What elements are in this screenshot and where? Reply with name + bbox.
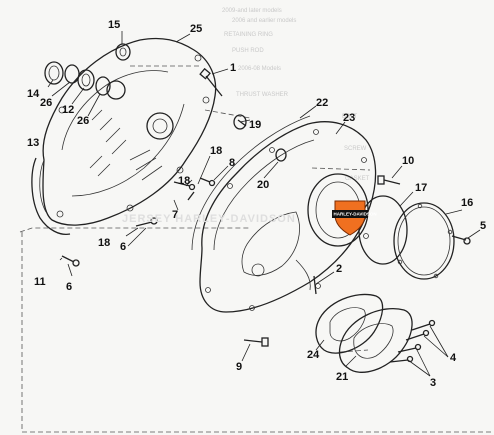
callout-label: 4 <box>450 352 457 364</box>
callout-label: 11 <box>34 276 46 288</box>
callout-label: 26 <box>40 97 52 109</box>
ghost-text: 2006-08 Models <box>238 66 281 72</box>
derby-cover <box>393 202 455 280</box>
callout-label: 24 <box>307 349 320 361</box>
callout-label: 25 <box>190 23 202 35</box>
callout-label: 16 <box>461 197 473 209</box>
callout-label: 8 <box>229 157 235 169</box>
dowel-pin <box>275 148 287 162</box>
callout-label: 26 <box>77 115 89 127</box>
callout-label: 21 <box>336 371 348 383</box>
callout-label: 14 <box>27 88 40 100</box>
callout-label: 1 <box>230 62 236 74</box>
screws <box>61 67 471 363</box>
inner-primary-cover <box>42 37 217 226</box>
outer-primary-cover <box>199 121 377 313</box>
callout-label: 23 <box>343 112 355 124</box>
ghost-text: THRUST WASHER <box>236 92 289 98</box>
logo-bar <box>332 210 368 218</box>
clutch-housing-ring <box>31 157 71 236</box>
callout-label: 6 <box>66 281 72 293</box>
callout-label: 13 <box>27 137 39 149</box>
derby-cover-o-ring <box>358 195 408 265</box>
ghost-text: 2006 and earlier models <box>232 18 296 24</box>
callout-label: 19 <box>249 119 261 131</box>
alignment-lines <box>19 65 494 433</box>
callout-label: 18 <box>178 175 190 187</box>
ghost-text: 2009-and later models <box>222 8 282 14</box>
callout-label: 22 <box>316 97 328 109</box>
callout-label: 3 <box>430 377 436 389</box>
callout-label: 9 <box>236 361 242 373</box>
callout-label: 2 <box>336 263 342 275</box>
callout-label: 15 <box>108 19 120 31</box>
ghost-text: BOLT <box>342 114 358 120</box>
callout-label: 17 <box>415 182 427 194</box>
bearing-seal-stack <box>44 43 131 96</box>
callout-labels: 1 2 3 4 5 6 6 7 8 9 10 11 12 13 14 15 16… <box>27 19 486 389</box>
ghost-text: SCREW <box>344 146 367 152</box>
callout-label: 7 <box>172 209 178 221</box>
primary-cover-gasket <box>191 115 311 251</box>
watermark-text: JERSEY HARLEY-DAVIDSON <box>122 213 296 225</box>
bleed-through-text: 2009-and later models 2006 and earlier m… <box>222 8 370 182</box>
inspection-cover <box>338 308 413 373</box>
callout-label: 6 <box>120 241 126 253</box>
inspection-cover-gasket <box>315 293 384 354</box>
ghost-text: PUSH ROD <box>232 48 264 54</box>
callout-label: 18 <box>210 145 222 157</box>
ghost-text: GASKET <box>345 176 370 182</box>
ghost-text: RETAINING RING <box>224 32 273 38</box>
harley-davidson-logo: HARLEY-DAVIDSON <box>332 200 377 236</box>
leader-lines <box>47 31 481 377</box>
logo-text: HARLEY-DAVIDSON <box>334 212 377 217</box>
callout-label: 12 <box>62 104 74 116</box>
callout-label: 10 <box>402 155 414 167</box>
callout-label: 20 <box>257 179 269 191</box>
callout-label: 18 <box>98 237 110 249</box>
callout-label: 5 <box>480 220 486 232</box>
